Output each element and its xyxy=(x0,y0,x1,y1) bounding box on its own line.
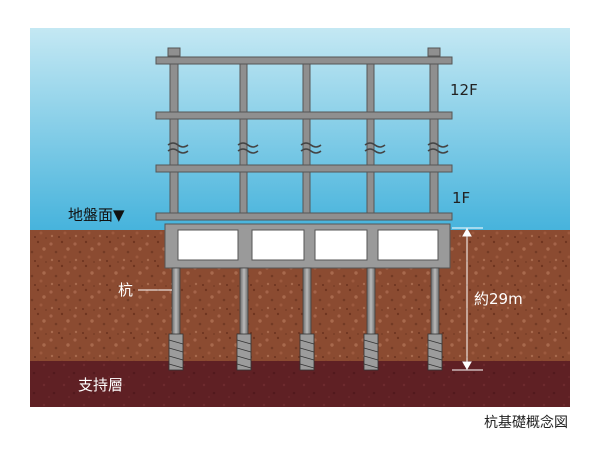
pile-label: 杭 xyxy=(118,281,133,299)
depth-label: 約29m xyxy=(474,290,523,308)
pile-4 xyxy=(366,267,376,337)
piles xyxy=(168,267,443,371)
building-frame xyxy=(155,47,453,221)
pile-3 xyxy=(302,267,312,337)
bearing-layer-label: 支持層 xyxy=(78,376,123,394)
pile-5 xyxy=(430,267,440,337)
foundation-footing xyxy=(164,223,451,269)
pile-2 xyxy=(239,267,249,337)
floor-label-1f: 1F xyxy=(452,189,470,207)
pile-1 xyxy=(171,267,181,337)
ground-surface-label: 地盤面▼ xyxy=(68,206,125,224)
diagram-caption: 杭基礎概念図 xyxy=(484,415,568,431)
floor-break-marks xyxy=(167,142,449,154)
floor-label-12f: 12F xyxy=(450,81,478,99)
depth-dimension xyxy=(452,227,483,371)
